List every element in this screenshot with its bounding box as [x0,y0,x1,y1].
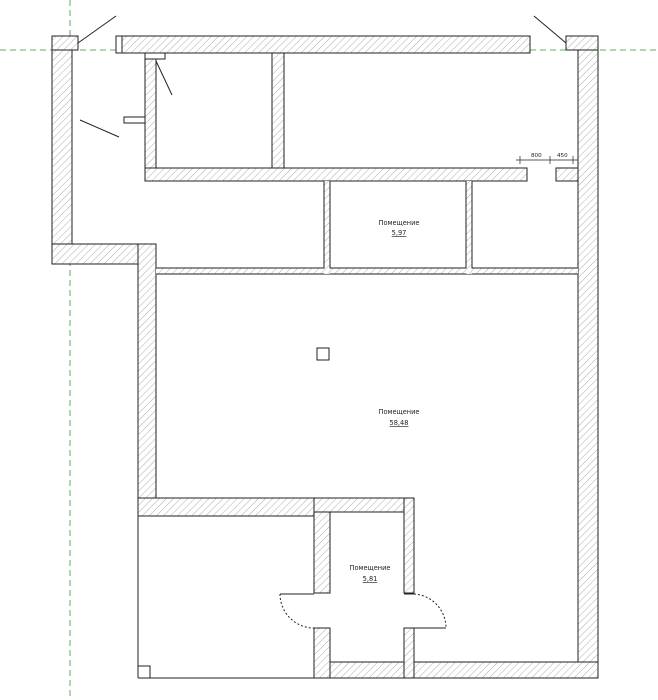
window-right-leaf [533,15,567,44]
walls [51,35,599,679]
lower-left-corner-mark [138,665,151,678]
wall-corridor [144,167,528,182]
wall-right-corner-top [565,35,599,51]
wall-right [577,35,599,677]
wall-small-room-left-lower [313,627,331,679]
dimension-string [516,156,578,164]
wall-top [121,35,531,54]
room-label-name: Помещение [350,564,391,572]
wall-small-room-right-lower [403,627,415,679]
window-left-frame [115,35,123,54]
door-upper-room-leaf-top [155,60,173,96]
window-openings [77,15,567,54]
wall-left-upper [51,35,73,265]
wall-left-middle [137,243,157,501]
door-upper-room-leaf-lower [79,119,120,138]
room-label-area: 58,48 [390,419,409,427]
door-upper-room-jamb-lower [123,116,146,124]
doors [79,52,447,629]
wall-corridor-pier [555,167,579,182]
room-label-name: Помещение [379,219,420,227]
wall-upper-room-left [144,52,157,178]
room-label-area: 5,81 [363,575,378,583]
column-marker [316,347,330,361]
dimension-opening: 800 [531,153,542,159]
wall-lower-bay-top [137,497,331,517]
wall-small-room-top [313,497,415,513]
dimension-pier: 450 [557,153,568,159]
door-small-room-right-swing [413,593,447,629]
wall-small-room-right-upper [403,497,415,594]
partition-hatching [156,181,578,274]
room-label-area: 5,97 [392,229,407,237]
wall-left-corner-top [51,35,79,51]
room-label-name: Помещение [379,408,420,416]
door-upper-room-jamb-top [144,52,166,60]
window-left-leaf [77,15,117,44]
wall-upper-room-right [271,52,285,178]
wall-bottom [313,661,599,679]
door-small-room-left-swing [279,593,315,629]
partitions [137,181,578,679]
